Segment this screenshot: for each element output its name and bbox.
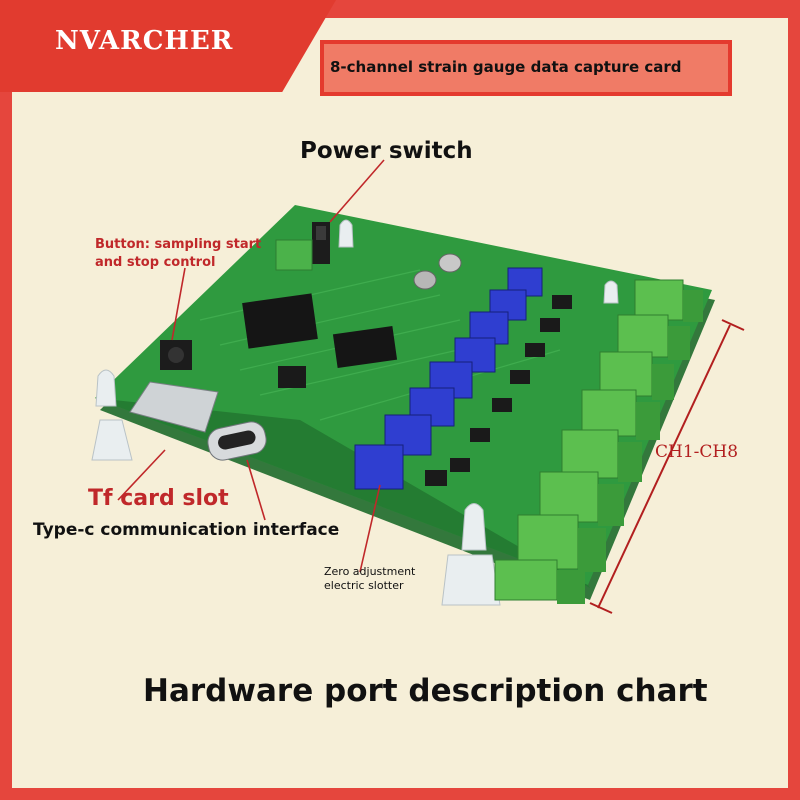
amplifier-chips (425, 295, 572, 486)
mcu-chip (242, 293, 318, 349)
tf-card-label: Tf card slot (88, 486, 229, 511)
brand-logo-text: NVARCHER (55, 26, 234, 56)
terminal-plugs (557, 290, 703, 604)
title-banner (324, 44, 728, 92)
channel-bracket (589, 319, 745, 614)
footer-caption: Hardware port description chart (143, 673, 708, 709)
type-c-label: Type-c communication interface (33, 520, 340, 540)
leader-lines (117, 159, 385, 573)
small-chip (278, 366, 306, 388)
zero-adjust-label: Zero adjustment electric slotter (324, 565, 416, 592)
product-title: 8-channel strain gauge data capture card (330, 58, 682, 76)
zero-adjust-potentiometers (354, 267, 543, 490)
adc-chip (332, 325, 398, 369)
tf-card-slot-icon (129, 381, 219, 433)
brand-banner (0, 0, 336, 92)
power-connector (275, 239, 313, 271)
power-switch-label: Power switch (300, 138, 473, 164)
standoffs (91, 219, 619, 606)
channels-label: CH1-CH8 (655, 442, 739, 462)
capacitors (413, 253, 462, 290)
button-label: Button: sampling start and stop control (95, 237, 262, 270)
channel-terminal-blocks (494, 279, 684, 601)
